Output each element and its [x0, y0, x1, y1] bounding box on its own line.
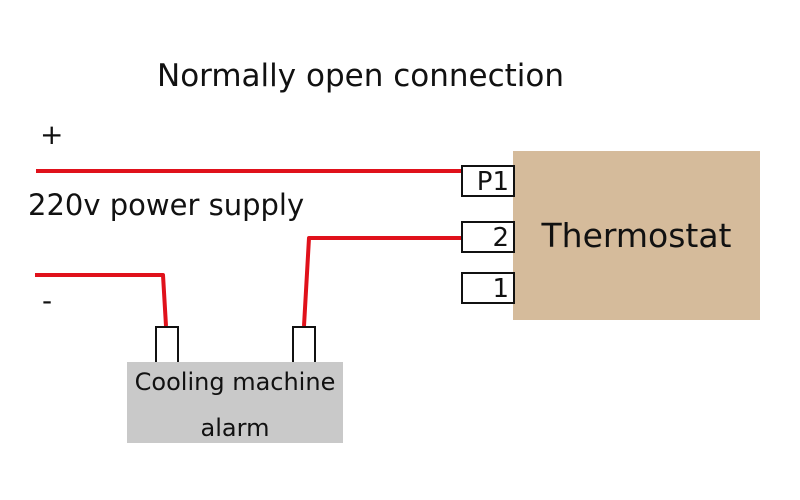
cooling-alarm-box: Cooling machine alarm — [127, 362, 343, 443]
wire-negative-to-alarm — [35, 273, 168, 327]
positive-label: + — [40, 118, 64, 151]
thermostat-terminal-1: 1 — [461, 272, 515, 304]
thermostat-box: Thermostat — [513, 151, 760, 320]
alarm-label-line2: alarm — [200, 414, 270, 442]
diagram-title: Normally open connection — [157, 58, 564, 94]
power-supply-label: 220v power supply — [28, 188, 305, 222]
alarm-label-line1: Cooling machine — [134, 368, 336, 396]
thermostat-terminal-2: 2 — [461, 221, 515, 253]
thermostat-label: Thermostat — [541, 216, 732, 255]
negative-label: - — [42, 284, 53, 317]
wire-alarm-to-terminal-2 — [302, 236, 461, 327]
alarm-terminal-right — [292, 326, 316, 364]
alarm-terminal-left — [155, 326, 179, 364]
thermostat-terminal-p1: P1 — [461, 165, 515, 197]
